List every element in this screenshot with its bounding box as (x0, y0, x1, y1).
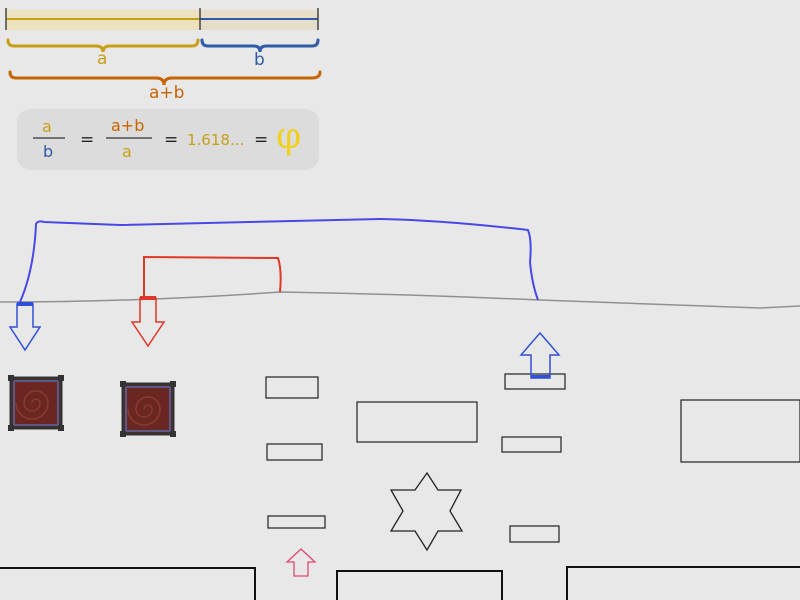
platform (504, 373, 566, 390)
down-arrow-red-icon[interactable] (130, 296, 166, 348)
brace-a (6, 38, 200, 53)
equals-sign: = (80, 130, 95, 150)
platform (267, 515, 326, 529)
platform (265, 376, 319, 399)
platform (266, 443, 323, 461)
fraction2-numerator: a+b (111, 116, 145, 135)
ground-block (0, 567, 256, 600)
star-hexagram-icon[interactable] (389, 471, 464, 552)
platform (509, 525, 560, 543)
ground-line (0, 291, 800, 309)
formula-panel (17, 109, 319, 170)
platform (501, 436, 562, 453)
down-arrow-blue-icon[interactable] (8, 302, 42, 352)
ground-block (336, 570, 503, 600)
phi-symbol: φ (276, 116, 302, 157)
equals-sign: = (164, 130, 179, 150)
label-a: a (97, 49, 108, 69)
equals-sign: = (254, 130, 269, 150)
platform (680, 399, 800, 463)
blue-wire (19, 217, 539, 303)
red-wire (143, 255, 282, 296)
fraction1-denominator: b (43, 142, 54, 161)
label-b: b (254, 50, 265, 70)
spiral-block-icon[interactable] (8, 375, 64, 431)
ground-block (566, 566, 800, 600)
golden-ratio-bar (5, 8, 319, 30)
up-arrow-blue-icon[interactable] (519, 331, 561, 379)
golden-ratio-value: 1.618... (187, 131, 245, 149)
fraction2-denominator: a (122, 142, 132, 161)
platform (356, 401, 478, 443)
brace-b (200, 38, 320, 53)
brace-ab (8, 70, 322, 86)
spiral-block-icon[interactable] (120, 381, 176, 437)
label-ab: a+b (149, 83, 185, 103)
fraction1-numerator: a (42, 117, 52, 136)
up-arrow-pink-icon[interactable] (285, 548, 317, 577)
